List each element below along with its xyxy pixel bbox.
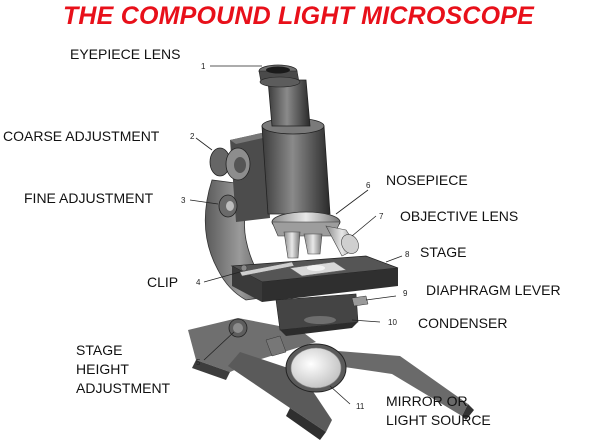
stage-platform	[230, 255, 399, 302]
label-objective-lens: OBJECTIVE LENS	[400, 208, 519, 224]
label-clip: CLIP	[147, 274, 179, 290]
label-diaphragm-lever: DIAPHRAGM LEVER	[426, 282, 561, 298]
callout-number-9: 9	[403, 289, 408, 298]
condenser-unit	[275, 293, 359, 336]
callout-number-7: 7	[379, 212, 384, 221]
label-coarse-adjustment: COARSE ADJUSTMENT	[3, 128, 160, 144]
label-fine-adjustment: FINE ADJUSTMENT	[24, 190, 154, 206]
leader-lines	[189, 65, 403, 405]
stage-clip	[239, 261, 295, 277]
objective-lenses	[283, 225, 359, 259]
label-stage-height-line-3: ADJUSTMENT	[76, 380, 171, 396]
body-tube	[258, 64, 331, 215]
diaphragm-lever	[351, 295, 369, 307]
fine-adjustment-knob	[218, 194, 238, 218]
label-mirror-or-light-source: MIRROR OR LIGHT SOURCE	[386, 392, 491, 430]
callout-number-5: 5	[196, 358, 201, 367]
mirror	[265, 335, 347, 393]
callout-number-1: 1	[201, 62, 206, 71]
label-eyepiece-lens: EYEPIECE LENS	[70, 46, 181, 62]
label-mirror-line-2: LIGHT SOURCE	[386, 412, 491, 428]
label-stage-height-line-2: HEIGHT	[76, 361, 129, 377]
callout-number-10: 10	[388, 318, 397, 327]
label-stage-height-adjustment: STAGE HEIGHT ADJUSTMENT	[76, 341, 170, 398]
coarse-adjustment-knob	[209, 147, 251, 181]
callout-number-8: 8	[405, 250, 410, 259]
callout-number-6: 6	[366, 181, 371, 190]
label-stage: STAGE	[420, 244, 467, 260]
label-condenser: CONDENSER	[418, 315, 508, 331]
label-stage-height-line-1: STAGE	[76, 342, 123, 358]
nosepiece	[271, 211, 341, 237]
label-nosepiece: NOSEPIECE	[386, 172, 468, 188]
callout-number-4: 4	[196, 278, 201, 287]
callout-number-3: 3	[181, 196, 186, 205]
diagram-title: THE COMPOUND LIGHT MICROSCOPE	[62, 2, 535, 30]
label-mirror-line-1: MIRROR OR	[386, 393, 468, 409]
callout-number-2: 2	[190, 132, 195, 141]
callout-number-11: 11	[356, 402, 365, 411]
